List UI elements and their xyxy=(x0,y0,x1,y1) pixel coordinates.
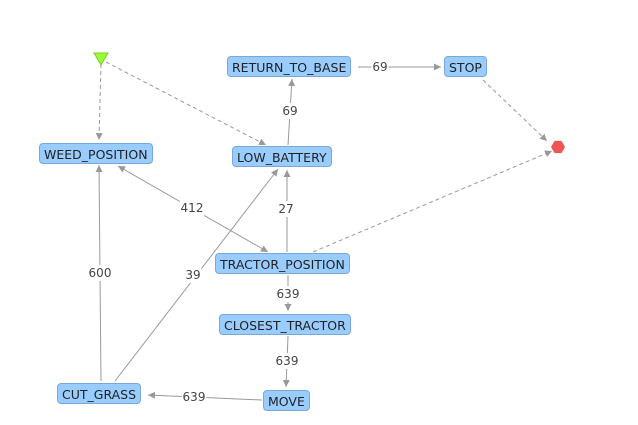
node-move[interactable]: MOVE xyxy=(263,390,310,411)
node-low-battery[interactable]: LOW_BATTERY xyxy=(232,146,332,167)
start-node-triangle-icon[interactable] xyxy=(93,52,109,66)
edge-label-move-to-cut_grass: 639 xyxy=(183,390,206,404)
edge-label-tractor_position-to-closest_tractor: 639 xyxy=(277,287,300,301)
node-cut-grass[interactable]: CUT_GRASS xyxy=(57,383,142,404)
edge-label-background xyxy=(281,103,299,119)
edge-label-closest_tractor-to-move: 639 xyxy=(276,354,299,368)
edge-tractor_position-to-end xyxy=(312,150,553,253)
node-stop[interactable]: STOP xyxy=(444,56,487,77)
node-weed-position[interactable]: WEED_POSITION xyxy=(39,143,153,164)
edge-stop-to-end xyxy=(482,79,548,142)
edge-label-background xyxy=(184,267,202,283)
edge-label-weed_position-to-tractor_position: 412 xyxy=(181,201,204,215)
end-node-hexagon-icon[interactable] xyxy=(551,140,565,154)
edge-label-background xyxy=(181,389,207,405)
edge-label-background xyxy=(87,265,113,281)
node-return-to-base[interactable]: RETURN_TO_BASE xyxy=(227,56,352,77)
edge-label-background xyxy=(179,200,205,216)
edge-label-low_battery-to-return_to_base: 69 xyxy=(282,104,297,118)
edge-label-cut_grass-to-weed_position: 600 xyxy=(89,266,112,280)
edge-start-to-low_battery xyxy=(105,61,267,146)
edge-label-cut_grass-to-low_battery: 39 xyxy=(185,268,200,282)
node-closest-tractor[interactable]: CLOSEST_TRACTOR xyxy=(219,314,351,335)
edge-label-return_to_base-to-stop: 69 xyxy=(372,60,387,74)
edge-label-background xyxy=(277,201,295,217)
edge-label-background xyxy=(274,353,300,369)
edge-start-to-weed_position xyxy=(95,63,103,141)
edge-label-background xyxy=(275,286,301,302)
edge-label-background xyxy=(371,59,389,75)
node-tractor-position[interactable]: TRACTOR_POSITION xyxy=(215,253,350,274)
edge-label-tractor_position-to-low_battery: 27 xyxy=(278,202,293,216)
